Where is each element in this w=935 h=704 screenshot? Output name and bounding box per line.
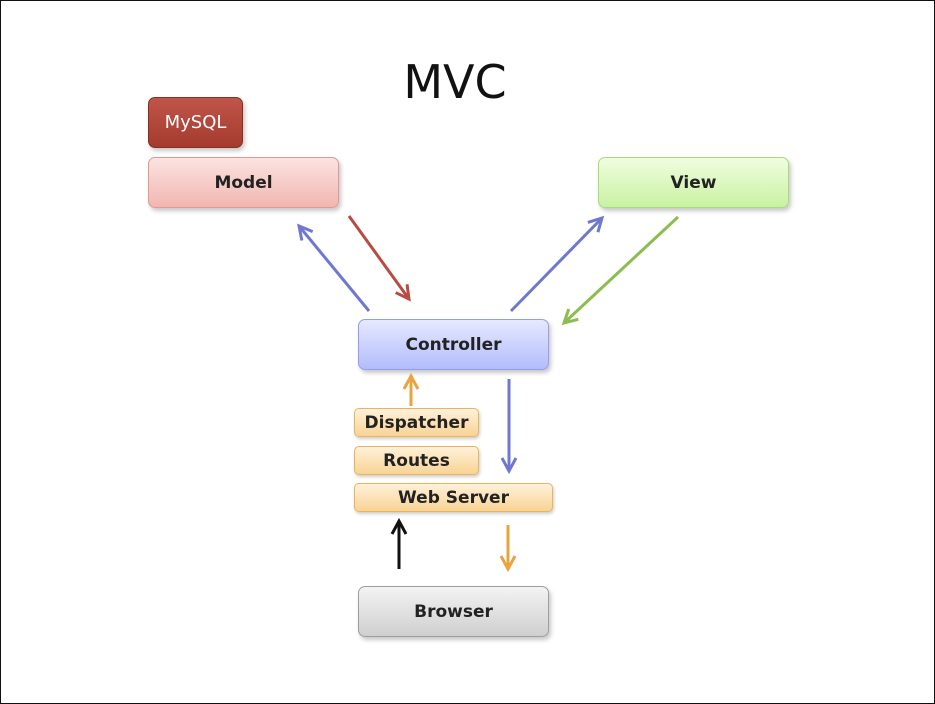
web-server-node: Web Server	[354, 483, 553, 512]
arrowhead-dispatcher-to-controller	[402, 372, 420, 390]
arrowhead-browser-to-web-server	[390, 517, 408, 535]
arrow-model-to-controller	[347, 215, 411, 300]
view-node: View	[598, 157, 789, 208]
arrowhead-controller-to-view	[587, 215, 605, 233]
arrowhead-model-to-controller	[395, 284, 411, 302]
diagram-title: MVC	[403, 55, 507, 109]
mysql-node: MySQL	[148, 97, 243, 148]
arrowhead-view-to-controller	[561, 308, 579, 326]
model-node: Model	[148, 157, 339, 208]
arrow-controller-to-view	[509, 216, 604, 313]
arrowhead-web-server-to-browser	[499, 555, 517, 573]
routes-node: Routes	[354, 446, 479, 475]
arrowhead-controller-to-web-server	[500, 457, 518, 475]
arrow-view-to-controller	[562, 215, 680, 325]
arrowhead-controller-to-model	[296, 223, 314, 241]
arrow-controller-to-model	[297, 225, 371, 312]
browser-node: Browser	[358, 586, 549, 637]
dispatcher-node: Dispatcher	[354, 408, 479, 437]
controller-node: Controller	[358, 319, 549, 370]
